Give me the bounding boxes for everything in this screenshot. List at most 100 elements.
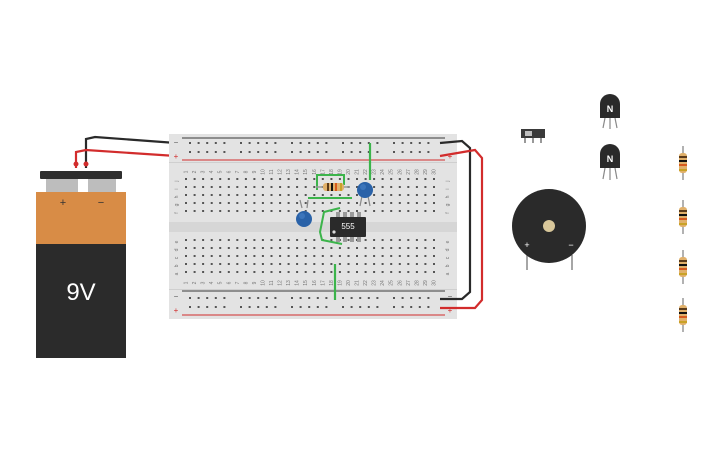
breadboard-hole[interactable] [376,297,379,299]
breadboard-hole[interactable] [185,247,187,249]
breadboard-hole[interactable] [291,297,293,299]
breadboard-hole[interactable] [313,239,316,241]
breadboard-hole[interactable] [202,178,205,180]
breadboard-hole[interactable] [185,186,187,188]
breadboard-hole[interactable] [359,297,362,299]
breadboard-hole[interactable] [433,239,435,241]
breadboard-hole[interactable] [253,239,256,241]
breadboard-hole[interactable] [240,297,242,299]
breadboard-hole[interactable] [415,178,418,180]
breadboard-hole[interactable] [401,151,404,153]
breadboard-hole[interactable] [373,271,376,273]
breadboard-hole[interactable] [253,247,256,249]
breadboard-hole[interactable] [223,306,226,308]
breadboard-hole[interactable] [261,263,264,265]
breadboard-hole[interactable] [287,263,290,265]
breadboard-hole[interactable] [261,255,264,257]
breadboard-hole[interactable] [296,247,299,249]
breadboard-hole[interactable] [274,151,277,153]
green-wire-ic-loop[interactable] [318,207,343,245]
breadboard-hole[interactable] [202,271,205,273]
breadboard-hole[interactable] [279,178,282,180]
breadboard-hole[interactable] [197,151,200,153]
breadboard-hole[interactable] [244,255,247,257]
breadboard-hole[interactable] [313,194,316,196]
breadboard-hole[interactable] [410,142,413,144]
breadboard-hole[interactable] [270,271,273,273]
breadboard-hole[interactable] [407,210,410,212]
breadboard-hole[interactable] [279,255,282,257]
breadboard-hole[interactable] [299,297,302,299]
breadboard-hole[interactable] [313,178,316,180]
breadboard-hole[interactable] [265,306,268,308]
breadboard-hole[interactable] [206,151,209,153]
breadboard-hole[interactable] [415,186,418,188]
breadboard-hole[interactable] [296,271,299,273]
breadboard[interactable]: − + − + − + − + 112233445566778899101011… [169,134,457,319]
breadboard-hole[interactable] [415,263,418,265]
breadboard-hole[interactable] [381,186,384,188]
breadboard-hole[interactable] [244,239,247,241]
breadboard-hole[interactable] [390,247,393,249]
switch-slider[interactable] [525,131,532,136]
breadboard-hole[interactable] [210,271,213,273]
breadboard-hole[interactable] [313,271,316,273]
breadboard-hole[interactable] [304,210,307,212]
breadboard-hole[interactable] [424,271,427,273]
breadboard-hole[interactable] [364,247,367,249]
breadboard-hole[interactable] [424,202,427,204]
breadboard-hole[interactable] [299,306,302,308]
breadboard-hole[interactable] [287,202,290,204]
breadboard-hole[interactable] [279,263,282,265]
breadboard-hole[interactable] [376,151,379,153]
breadboard-hole[interactable] [356,186,358,188]
breadboard-hole[interactable] [210,194,213,196]
breadboard-hole[interactable] [401,306,404,308]
breadboard-hole[interactable] [193,178,196,180]
breadboard-hole[interactable] [291,151,293,153]
breadboard-hole[interactable] [398,202,401,204]
breadboard-hole[interactable] [279,271,282,273]
breadboard-hole[interactable] [287,194,290,196]
breadboard-hole[interactable] [364,255,367,257]
breadboard-hole[interactable] [330,247,333,249]
breadboard-hole[interactable] [253,210,256,212]
breadboard-hole[interactable] [304,178,307,180]
breadboard-hole[interactable] [296,239,299,241]
breadboard-hole[interactable] [393,297,395,299]
breadboard-hole[interactable] [330,255,333,257]
breadboard-hole[interactable] [373,263,376,265]
breadboard-hole[interactable] [415,255,418,257]
breadboard-hole[interactable] [296,186,299,188]
breadboard-hole[interactable] [407,263,410,265]
breadboard-hole[interactable] [373,178,376,180]
breadboard-hole[interactable] [347,210,350,212]
breadboard-hole[interactable] [279,210,282,212]
breadboard-hole[interactable] [189,297,191,299]
breadboard-hole[interactable] [373,255,376,257]
breadboard-hole[interactable] [433,202,435,204]
breadboard-hole[interactable] [261,194,264,196]
breadboard-hole[interactable] [244,186,247,188]
breadboard-hole[interactable] [193,239,196,241]
red-wire-battery[interactable] [74,148,177,168]
breadboard-hole[interactable] [359,151,362,153]
breadboard-hole[interactable] [338,194,341,196]
breadboard-hole[interactable] [202,186,205,188]
breadboard-hole[interactable] [253,263,256,265]
breadboard-hole[interactable] [296,178,299,180]
breadboard-hole[interactable] [381,271,384,273]
breadboard-hole[interactable] [244,194,247,196]
breadboard-hole[interactable] [427,151,430,153]
breadboard-hole[interactable] [210,247,213,249]
breadboard-hole[interactable] [356,271,358,273]
breadboard-hole[interactable] [236,186,239,188]
breadboard-hole[interactable] [304,255,307,257]
breadboard-hole[interactable] [261,271,264,273]
breadboard-hole[interactable] [244,247,247,249]
breadboard-hole[interactable] [347,194,350,196]
breadboard-hole[interactable] [410,151,413,153]
breadboard-hole[interactable] [223,142,226,144]
breadboard-hole[interactable] [381,239,384,241]
breadboard-hole[interactable] [244,202,247,204]
